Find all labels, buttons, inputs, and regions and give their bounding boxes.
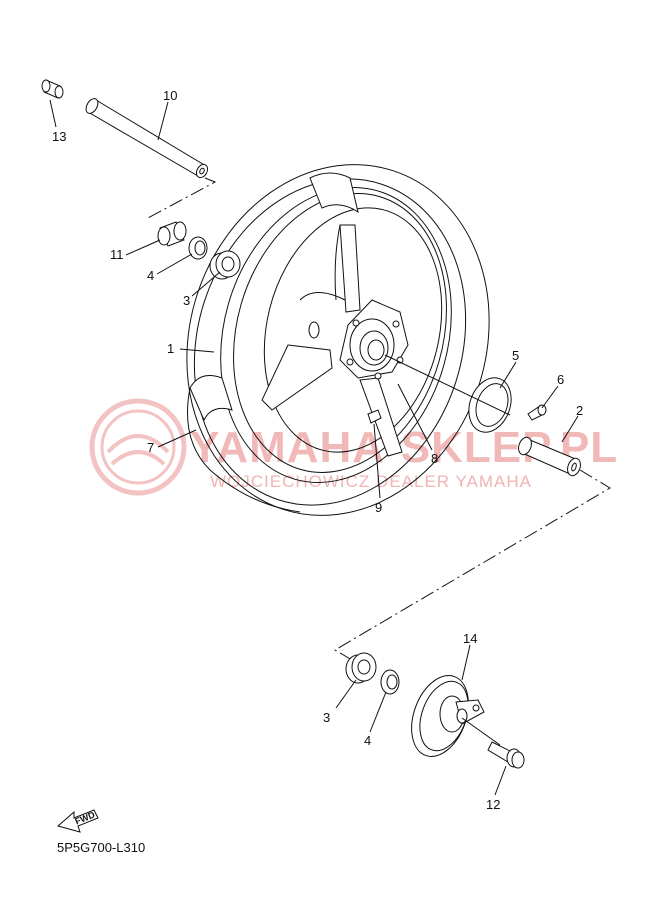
fwd-arrow-icon: FWD	[56, 809, 99, 833]
callout-2: 2	[576, 403, 583, 418]
oil-seal-part-4-left	[188, 236, 208, 260]
bearing-part-3-right	[345, 652, 377, 684]
bolt-part-6	[527, 404, 547, 421]
callout-8: 8	[431, 451, 438, 466]
callout-4-lower: 4	[364, 733, 371, 748]
callout-9: 9	[375, 500, 382, 515]
callout-1: 1	[167, 341, 174, 356]
cover-part-5	[468, 377, 512, 433]
callout-3-upper: 3	[183, 293, 190, 308]
diagram-code: 5P5G700-L310	[57, 840, 145, 855]
wheel-assembly	[186, 164, 490, 516]
collar-part-2	[518, 436, 581, 477]
spacer-part-13	[41, 79, 64, 99]
callout-5: 5	[512, 348, 519, 363]
watermark-sub-text: WOJCIECHOWICZ DEALER YAMAHA	[210, 472, 532, 491]
callout-3-lower: 3	[323, 710, 330, 725]
callout-7: 7	[147, 440, 154, 455]
callout-11: 11	[110, 247, 124, 262]
watermark-logo-icon	[89, 398, 187, 496]
bearing-part-3-left	[209, 250, 241, 280]
callout-6: 6	[557, 372, 564, 387]
collar-part-11	[157, 221, 187, 247]
axle-part-10	[85, 98, 209, 179]
gear-unit-part-14	[411, 675, 485, 757]
callout-14: 14	[463, 631, 477, 646]
leader-lines	[49, 99, 579, 796]
callout-12: 12	[486, 797, 500, 812]
fwd-label: FWD	[73, 809, 96, 826]
watermark: YAMAHA-SKLEP.PL WOJCIECHOWICZ DEALER YAM…	[89, 398, 617, 496]
callout-labels: 10 13 11 4 3 1 7 5 6 2 8 9 14 3 4 12	[52, 88, 583, 812]
callout-10: 10	[163, 88, 177, 103]
oil-seal-part-4-right	[380, 669, 400, 695]
callout-4-upper: 4	[147, 268, 154, 283]
bolt-part-12	[487, 741, 525, 769]
callout-13: 13	[52, 129, 66, 144]
